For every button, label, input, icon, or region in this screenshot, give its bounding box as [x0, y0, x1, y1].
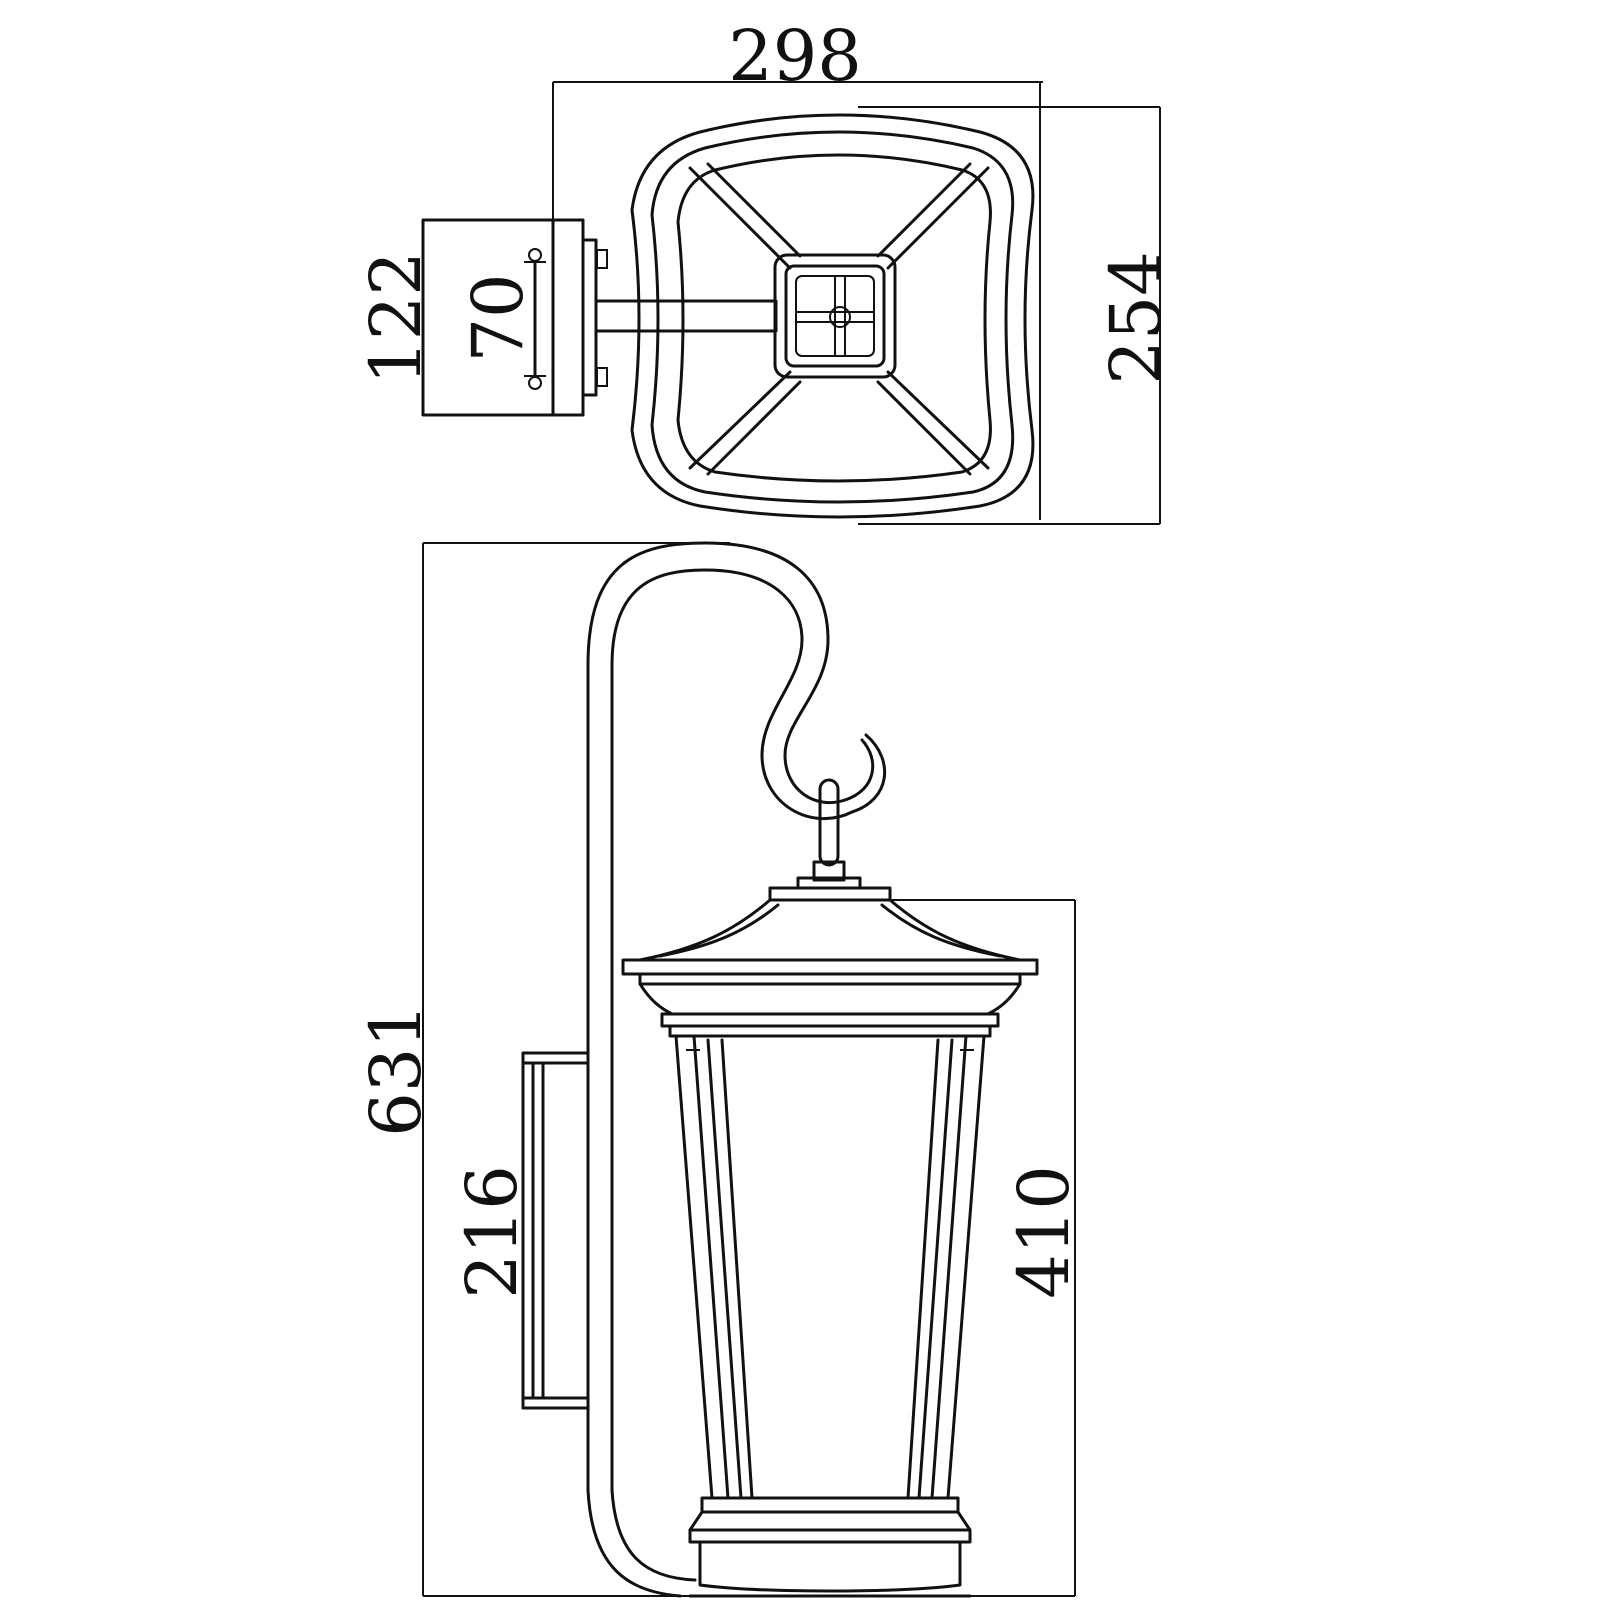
side-base [688, 1496, 972, 1598]
top-view: 298 254 122 70 [355, 15, 1177, 525]
dim-top-mount-spacing: 70 [457, 273, 539, 362]
top-arm [594, 299, 778, 333]
top-center-cap [773, 253, 897, 379]
dim-side-backplate-height: 216 [451, 1165, 533, 1299]
top-backplate [421, 218, 608, 417]
side-roof [621, 886, 1039, 1038]
top-ribs [688, 162, 990, 476]
side-arm [586, 541, 887, 1598]
side-view: 631 216 410 [355, 541, 1085, 1598]
dim-top-width: 298 [728, 15, 862, 97]
dim-lantern-height: 410 [1003, 1165, 1085, 1299]
top-frame-middle [650, 130, 1015, 504]
top-frame-outer [630, 113, 1035, 519]
side-cage [674, 1034, 986, 1500]
dim-top-backplate-height: 122 [355, 251, 437, 385]
dim-overall-height: 631 [355, 1003, 437, 1137]
dim-top-depth: 254 [1095, 251, 1177, 385]
